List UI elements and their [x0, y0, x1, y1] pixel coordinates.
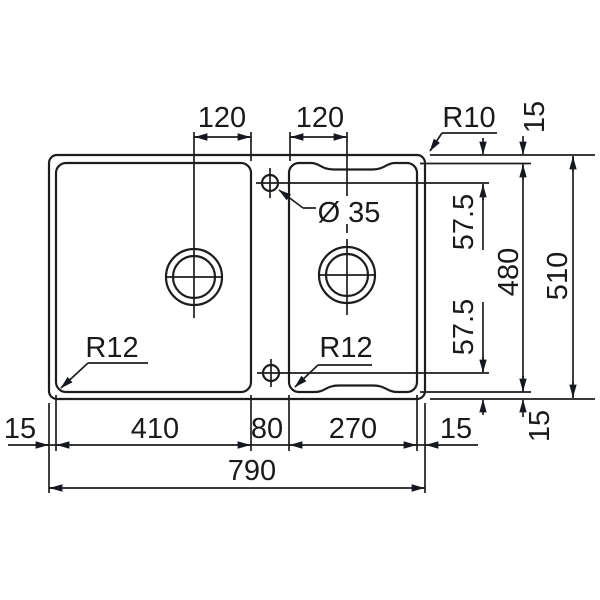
left-edge-label: 15	[4, 413, 36, 445]
dim-bowl2-drain-offset-label: 120	[296, 102, 344, 134]
dim-bowl1-drain-offset-label: 120	[198, 102, 246, 134]
drain-left	[164, 132, 224, 318]
leader-arrow	[294, 364, 319, 388]
dim-bottom-edge: 15	[519, 399, 556, 442]
divider-width-label: 80	[251, 413, 283, 445]
outer-corner-radius-label: R10	[442, 102, 495, 134]
dim-overall-depth: 510	[542, 156, 577, 398]
top-edge-label: 15	[519, 101, 551, 133]
dim-inner-depth: 480	[493, 164, 527, 392]
tap-hole-top	[256, 168, 489, 198]
leader-arrow	[429, 132, 443, 152]
bottom-extension-lines	[48, 395, 426, 493]
bottom-edge-label: 15	[524, 410, 556, 442]
tap-top-offset-label: 57.5	[448, 194, 480, 250]
right-edge-label: 15	[440, 413, 472, 445]
callout-bowl2-radius: R12	[294, 332, 373, 388]
dim-tap-bottom-offset: 57.5	[448, 299, 487, 415]
sink-outer-edge	[47, 153, 427, 401]
bowl1-corner-radius-label: R12	[85, 332, 138, 364]
dim-tap-top-offset: 57.5	[448, 138, 487, 250]
tap-hole-bottom	[257, 359, 489, 387]
dim-top-row: 120 120	[194, 102, 347, 161]
right-extension-lines	[420, 154, 595, 400]
dim-bottom-row: 15 410 80 270 15	[4, 413, 478, 449]
bowl-right	[287, 161, 419, 394]
callout-bowl1-radius: R12	[60, 332, 148, 389]
callout-tap-diameter: Ø 35	[278, 189, 381, 229]
tap-bottom-offset-label: 57.5	[448, 299, 480, 355]
dim-top-edge: 15	[519, 101, 551, 155]
drain-right	[317, 132, 377, 315]
bowl2-corner-radius-label: R12	[319, 332, 372, 364]
inner-depth-label: 480	[493, 248, 525, 296]
overall-width-label: 790	[228, 455, 276, 487]
dim-overall-width: 790	[49, 455, 425, 492]
sink-outline	[47, 153, 427, 401]
bowl1-width-label: 410	[131, 413, 179, 445]
leader-arrow	[278, 189, 304, 209]
bowl2-width-label: 270	[329, 413, 377, 445]
bowl-left	[54, 161, 253, 394]
leader-arrow	[60, 362, 89, 389]
overall-depth-label: 510	[542, 252, 574, 300]
callout-outer-radius: R10	[429, 102, 497, 152]
tap-hole-diameter-label: Ø 35	[318, 197, 381, 229]
